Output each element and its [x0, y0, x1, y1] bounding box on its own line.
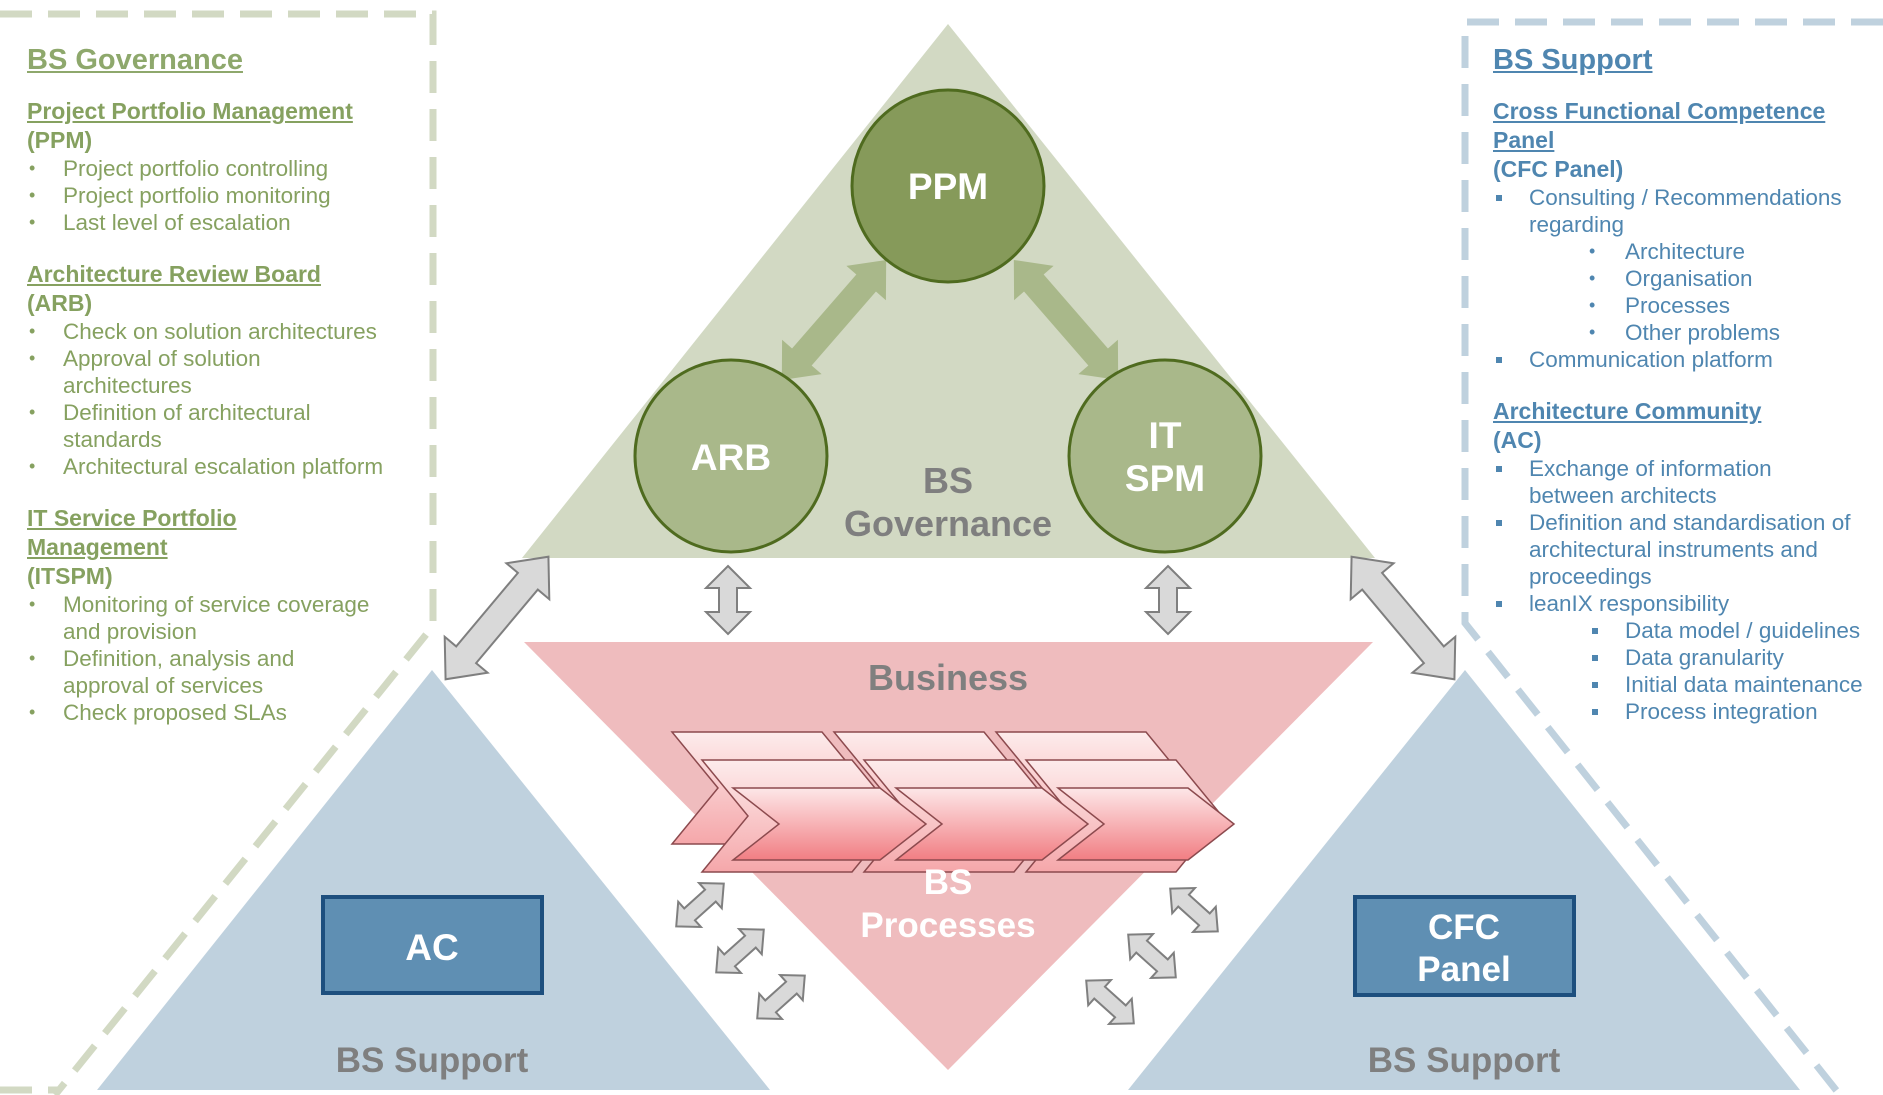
process-chevron-front-2 — [893, 787, 1090, 861]
ppm-label: PPM — [908, 166, 988, 207]
arb-list: Check on solution architectures Approval… — [27, 318, 407, 480]
cfc-panel-box — [1353, 895, 1576, 997]
arb-circle — [633, 358, 829, 554]
governance-support-right-arrow — [1349, 555, 1457, 681]
business-support-right-arrow-3 — [1085, 978, 1135, 1026]
business-support-left-arrow-3 — [756, 973, 806, 1021]
list-item: Check on solution architectures — [27, 318, 407, 345]
list-item: Definition, analysis and approval of ser… — [27, 645, 323, 699]
list-item: Approval of solution architectures — [27, 345, 303, 399]
business-support-left-arrow-1 — [675, 881, 725, 929]
support-triangle-left — [97, 670, 770, 1090]
cfc-section: Cross Functional Competence Panel (CFC P… — [1493, 97, 1873, 373]
ppm-section-title: Project Portfolio Management — [27, 98, 353, 124]
ppm-list: Project portfolio controlling Project po… — [27, 155, 407, 236]
process-chevron-front-3 — [1055, 787, 1236, 861]
ac-label: AC — [405, 927, 458, 968]
list-item: Definition of architectural standards — [27, 399, 323, 453]
support-panel-heading: BS Support — [1493, 44, 1653, 76]
itspm-section-abbr: (ITSPM) — [27, 563, 113, 589]
list-item: Initial data maintenance — [1493, 671, 1883, 698]
list-item: leanIX responsibility — [1493, 590, 1873, 617]
itspm-business-arrow — [1143, 564, 1193, 636]
itspm-circle — [1067, 358, 1263, 554]
processes-label-line2: Processes — [860, 906, 1035, 945]
business-support-right-arrow-1 — [1169, 886, 1219, 934]
ppm-circle — [850, 88, 1046, 284]
ppm-section: Project Portfolio Management (PPM) Proje… — [27, 97, 407, 236]
list-item: Data model / guidelines — [1493, 617, 1873, 644]
business-label: Business — [868, 657, 1028, 698]
left-panel-border — [0, 10, 437, 1095]
cfc-section-abbr: (CFC Panel) — [1493, 156, 1624, 182]
itspm-section-title: IT Service Portfolio Management — [27, 505, 237, 560]
itspm-section: IT Service Portfolio Management (ITSPM) … — [27, 504, 407, 726]
cfc-section-title: Cross Functional Competence Panel — [1493, 98, 1826, 153]
list-item: Communication platform — [1493, 346, 1873, 373]
arb-section: Architecture Review Board (ARB) Check on… — [27, 260, 407, 480]
governance-support-left-arrow — [443, 555, 551, 681]
support-triangle-right — [1128, 670, 1800, 1090]
business-support-left-arrow-2 — [715, 927, 765, 975]
ac-list: Exchange of information between architec… — [1493, 455, 1873, 725]
arb-section-abbr: (ARB) — [27, 290, 93, 316]
right-panel-border — [1461, 18, 1883, 1095]
process-chevron-front-1 — [730, 787, 928, 861]
list-item: Other problems — [1493, 319, 1873, 346]
cfc-label-line1: CFC — [1428, 908, 1500, 947]
governance-panel: BS Governance Project Portfolio Manageme… — [27, 44, 407, 750]
itspm-label-line2: SPM — [1125, 458, 1205, 499]
support-panel: BS Support Cross Functional Competence P… — [1493, 44, 1873, 749]
list-item: Organisation — [1493, 265, 1873, 292]
arb-label: ARB — [691, 437, 771, 478]
support-right-label: BS Support — [1368, 1041, 1561, 1080]
governance-panel-heading: BS Governance — [27, 44, 243, 76]
list-item: Data granularity — [1493, 644, 1873, 671]
process-chevrons — [670, 731, 1236, 873]
ac-section-abbr: (AC) — [1493, 427, 1542, 453]
business-support-right-arrow-2 — [1127, 932, 1177, 980]
list-item: Architecture — [1493, 238, 1873, 265]
arb-business-arrow — [703, 564, 753, 636]
arb-section-title: Architecture Review Board — [27, 261, 321, 287]
list-item: Process integration — [1493, 698, 1873, 725]
ppm-section-abbr: (PPM) — [27, 127, 93, 153]
governance-label-line2: Governance — [844, 503, 1052, 544]
ppm-arb-arrow — [781, 259, 887, 381]
itspm-list: Monitoring of service coverage and provi… — [27, 591, 407, 726]
list-item: Definition and standardisation of archit… — [1493, 509, 1883, 590]
cfc-list: Consulting / Recommendations regarding A… — [1493, 184, 1873, 373]
list-item: Check proposed SLAs — [27, 699, 407, 726]
processes-label-line1: BS — [924, 863, 973, 902]
itspm-label-line1: IT — [1149, 415, 1182, 456]
ac-section: Architecture Community (AC) Exchange of … — [1493, 397, 1873, 725]
support-left-label: BS Support — [336, 1041, 529, 1080]
ac-box — [321, 895, 544, 995]
ac-section-title: Architecture Community — [1493, 398, 1762, 424]
list-item: Last level of escalation — [27, 209, 407, 236]
governance-label-line1: BS — [923, 460, 973, 501]
list-item: Monitoring of service coverage and provi… — [27, 591, 403, 645]
list-item: Project portfolio monitoring — [27, 182, 407, 209]
list-item: Project portfolio controlling — [27, 155, 407, 182]
list-item: Processes — [1493, 292, 1873, 319]
list-item: Architectural escalation platform — [27, 453, 407, 480]
list-item: Exchange of information between architec… — [1493, 455, 1789, 509]
cfc-label-line2: Panel — [1417, 950, 1510, 989]
list-item: Consulting / Recommendations regarding — [1493, 184, 1869, 238]
